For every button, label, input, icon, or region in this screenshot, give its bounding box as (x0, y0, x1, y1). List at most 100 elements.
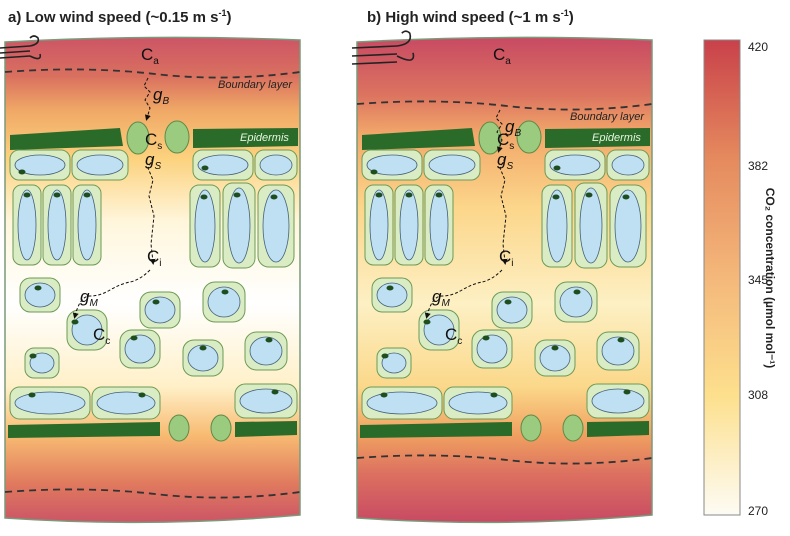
cc-label: Cc (445, 325, 462, 347)
chloroplast-vacuole (366, 391, 438, 415)
nucleus (138, 392, 146, 398)
guard-cell (164, 120, 190, 154)
cs-label: Cs (145, 130, 162, 152)
wind-line (351, 61, 398, 65)
nucleus (221, 289, 229, 295)
colorbar-tick: 420 (748, 40, 769, 54)
nucleus (380, 392, 388, 398)
nucleus (233, 192, 241, 198)
boundary-layer-line-bottom (4, 488, 301, 499)
chloroplast-vacuole (429, 189, 449, 261)
chloroplast-vacuole (423, 314, 455, 346)
epidermis-label: Epidermis (592, 132, 641, 144)
gs-label: gS (145, 150, 161, 172)
upper-epidermis (193, 128, 298, 148)
diffusion-path-gm (72, 269, 151, 319)
ci-label: Ci (499, 247, 514, 269)
chloroplast-vacuole (601, 336, 635, 366)
nucleus (18, 169, 26, 175)
nucleus (617, 337, 625, 343)
diffusion-path-gs (499, 157, 508, 265)
upper-epidermis (545, 128, 650, 148)
nucleus (585, 192, 593, 198)
cs-label: Cs (497, 130, 514, 152)
nucleus (386, 285, 394, 291)
chloroplast-vacuole (546, 189, 568, 263)
chloroplast-vacuole (259, 154, 293, 176)
guard-cell (210, 414, 232, 442)
wind-line (0, 50, 31, 54)
chloroplast-vacuole (591, 388, 645, 414)
nucleus (29, 353, 37, 359)
wind-line (0, 55, 31, 59)
nucleus (573, 289, 581, 295)
nucleus (405, 192, 413, 198)
nucleus (622, 194, 630, 200)
chloroplast-vacuole (262, 189, 290, 263)
chloroplast-vacuole (559, 286, 593, 318)
chloroplast-vacuole (579, 187, 603, 264)
wind-swirl (29, 35, 40, 47)
chloroplast-vacuole (29, 352, 55, 374)
diffusion-path-gb (495, 109, 503, 153)
lower-epidermis (235, 421, 297, 437)
nucleus (270, 194, 278, 200)
nucleus (265, 337, 273, 343)
chloroplast-vacuole (194, 189, 216, 263)
guard-cell (168, 414, 190, 442)
chloroplast-vacuole (144, 296, 176, 324)
chloroplast-vacuole (207, 286, 241, 318)
boundary-layer-label: Boundary layer (218, 79, 293, 91)
nucleus (482, 335, 490, 341)
ci-label: Ci (147, 247, 162, 269)
chloroplast-vacuole (614, 189, 642, 263)
nucleus (28, 392, 36, 398)
nucleus (130, 335, 138, 341)
gb-label: gB (153, 85, 169, 107)
gb-label: gB (505, 117, 521, 139)
nucleus (423, 319, 431, 325)
chloroplast-vacuole (239, 388, 293, 414)
chloroplast-vacuole (366, 154, 418, 176)
chloroplast-vacuole (249, 336, 283, 366)
lower-epidermis (587, 421, 649, 437)
chloroplast-vacuole (197, 154, 249, 176)
colorbar-label: CO₂ concentration (µmol mol⁻¹) (763, 187, 777, 369)
nucleus (375, 192, 383, 198)
chloroplast-vacuole (549, 154, 601, 176)
cc-label: Cc (93, 325, 110, 347)
wind-swirl (396, 30, 412, 47)
upper-epidermis (10, 128, 123, 150)
chloroplast-vacuole (124, 334, 156, 364)
colorbar (703, 39, 741, 516)
chloroplast-vacuole (14, 154, 66, 176)
boundary-layer-line (356, 100, 653, 111)
guard-cell (478, 121, 502, 155)
upper-epidermis (362, 128, 475, 150)
chloroplast-vacuole (428, 154, 476, 176)
guard-cell (562, 414, 584, 442)
ca-label: Ca (141, 45, 159, 67)
wind-line (0, 45, 31, 49)
chloroplast-vacuole (17, 189, 37, 261)
diffusion-path-gb (143, 77, 151, 121)
lower-epidermis (360, 422, 512, 438)
wind-icon (0, 35, 42, 60)
wind-icon (351, 30, 415, 65)
wind-line (351, 45, 398, 49)
chloroplast-vacuole (381, 352, 407, 374)
chloroplast-vacuole (448, 391, 508, 415)
nucleus (490, 392, 498, 398)
chloroplast-vacuole (369, 189, 389, 261)
nucleus (201, 165, 209, 171)
colorbar-tick: 308 (748, 388, 769, 402)
panel-a-title: a) Low wind speed (~0.15 m s-1) (8, 8, 232, 26)
guard-cell (520, 414, 542, 442)
wind-swirl (396, 52, 415, 61)
nucleus (23, 192, 31, 198)
nucleus (381, 353, 389, 359)
nucleus (34, 285, 42, 291)
nucleus (200, 194, 208, 200)
